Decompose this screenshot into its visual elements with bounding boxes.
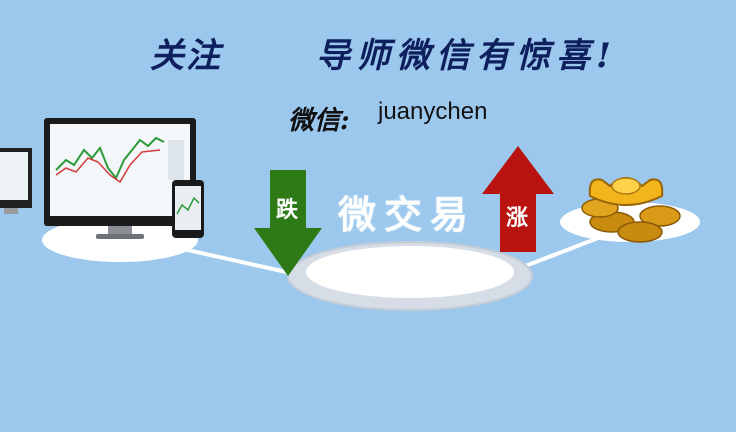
wechat-id: juanychen: [378, 98, 488, 125]
left-platform: [42, 218, 198, 262]
title-slogan: 导师微信有惊喜!: [316, 36, 617, 76]
up-arrow-icon: [482, 146, 554, 252]
center-title: 微交易: [338, 193, 477, 237]
smartphone-icon: [172, 180, 204, 238]
title-follow: 关注: [150, 36, 222, 76]
small-monitor-icon: [0, 148, 32, 214]
wechat-label: 微信:: [288, 106, 350, 136]
center-platform: [306, 246, 514, 298]
computer-monitor-icon: [44, 118, 196, 239]
gold-ingot-coins-icon: [581, 177, 681, 243]
down-arrow-label: 跌: [276, 198, 299, 223]
down-arrow-icon: [254, 170, 322, 276]
up-arrow-label: 涨: [506, 206, 529, 231]
